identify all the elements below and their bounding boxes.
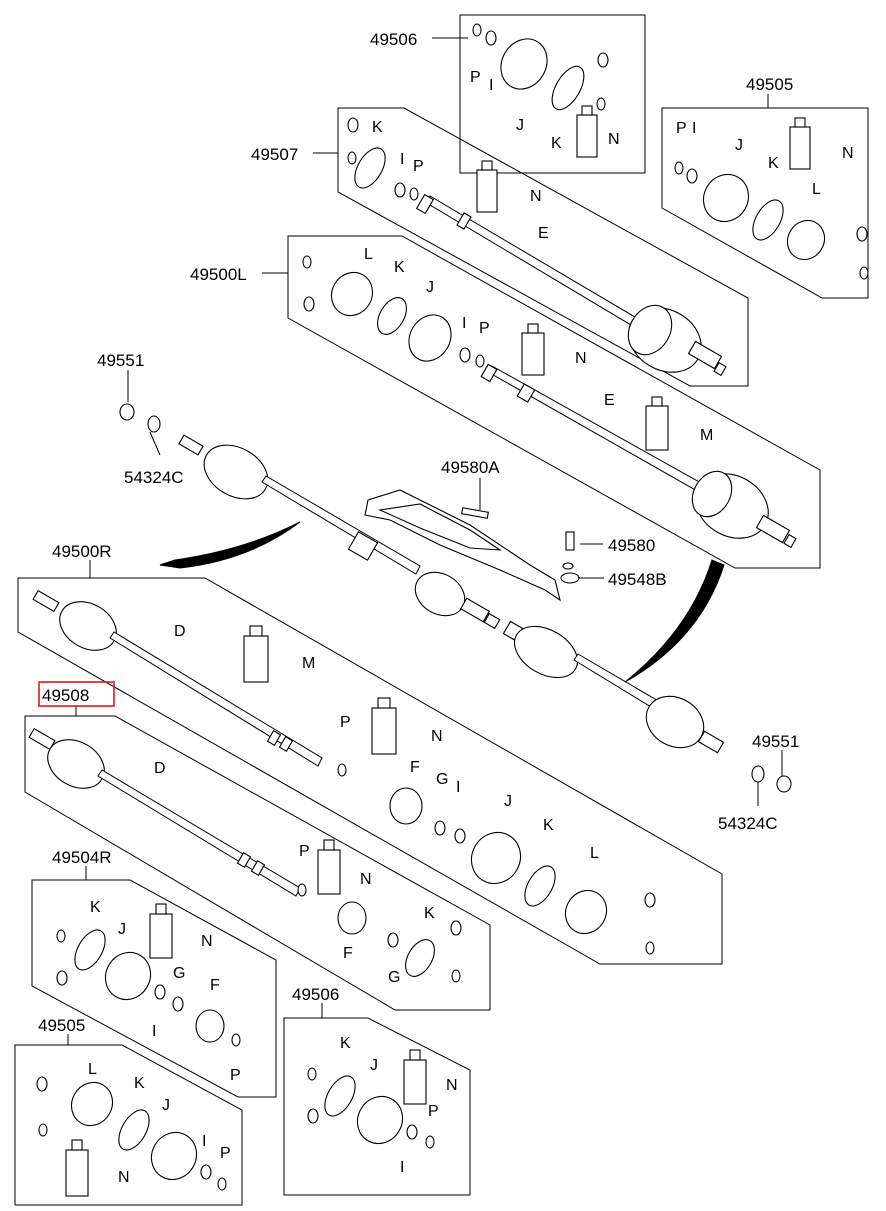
label-g: G <box>388 969 400 986</box>
label-p: P <box>220 1145 231 1162</box>
label-j: J <box>735 137 743 154</box>
part-no-49505-top[interactable]: 49505 <box>746 75 793 94</box>
label-j: J <box>504 793 512 810</box>
part-no-49506-top[interactable]: 49506 <box>370 30 417 49</box>
subframe-bracket <box>364 489 580 602</box>
kit-49505-top-box <box>661 107 869 299</box>
label-k: K <box>768 155 779 172</box>
letter-labels: P I J K N P I J K L N K I P N E L K J I … <box>88 69 854 1186</box>
label-k: K <box>340 1035 351 1052</box>
label-l: L <box>590 845 599 862</box>
label-f: F <box>410 759 420 776</box>
label-k: K <box>424 905 435 922</box>
label-l: L <box>88 1061 97 1078</box>
highlight-box-49508 <box>38 681 115 707</box>
label-i: I <box>462 315 466 332</box>
part-no-49508[interactable]: 49508 <box>42 686 89 705</box>
label-p: P <box>340 714 351 731</box>
kit-49506-top-box <box>459 14 646 174</box>
label-j: J <box>516 117 524 134</box>
label-k: K <box>134 1075 145 1092</box>
part-no-49505-bottom[interactable]: 49505 <box>38 1016 85 1035</box>
label-n: N <box>201 933 213 950</box>
left-curved-arrow <box>159 521 301 569</box>
shaft-49507-drawing <box>415 193 727 377</box>
label-i: I <box>489 77 493 94</box>
shaft-49507-box <box>337 107 749 387</box>
label-d: D <box>174 623 186 640</box>
label-n: N <box>446 1077 458 1094</box>
shaft-49500L-drawing <box>480 363 797 549</box>
label-p: P <box>413 158 424 175</box>
label-l: L <box>364 246 373 263</box>
label-n: N <box>575 350 587 367</box>
part-no-49506-bottom[interactable]: 49506 <box>292 985 339 1004</box>
label-n: N <box>360 871 372 888</box>
label-j: J <box>162 1097 170 1114</box>
label-g: G <box>173 965 185 982</box>
part-no-49507[interactable]: 49507 <box>251 145 298 164</box>
shaft-49500R-box <box>17 577 723 965</box>
part-no-54324C-bottom[interactable]: 54324C <box>718 814 778 833</box>
part-no-49551-bottom[interactable]: 49551 <box>752 732 799 751</box>
shaft-49508-drawing <box>28 727 301 897</box>
label-j: J <box>426 279 434 296</box>
label-n: N <box>842 145 854 162</box>
label-i: I <box>456 779 460 796</box>
label-k: K <box>372 119 383 136</box>
label-i: I <box>400 1159 404 1176</box>
label-p: P <box>428 1103 439 1120</box>
label-k: K <box>394 259 405 276</box>
right-curved-arrow <box>624 559 725 683</box>
label-m: M <box>700 427 713 444</box>
kit-49505-bottom-box <box>14 1044 243 1206</box>
shaft-49508-box <box>24 715 491 1011</box>
part-no-49548B[interactable]: 49548B <box>608 570 667 589</box>
label-i: I <box>692 120 696 137</box>
label-i: I <box>400 151 404 168</box>
label-k: K <box>543 817 554 834</box>
label-p: P <box>676 120 687 137</box>
label-n: N <box>431 728 443 745</box>
label-k: K <box>551 135 562 152</box>
boots-and-joints <box>70 38 826 1181</box>
label-n: N <box>530 188 542 205</box>
label-d: D <box>154 760 166 777</box>
shaft-49500R-drawing <box>32 589 323 767</box>
label-f: F <box>210 977 220 994</box>
label-p: P <box>479 320 490 337</box>
label-f: F <box>343 945 353 962</box>
part-no-49504R[interactable]: 49504R <box>52 848 112 867</box>
part-no-49580[interactable]: 49580 <box>608 536 655 555</box>
label-n: N <box>608 131 620 148</box>
label-l: L <box>812 181 821 198</box>
small-rings <box>36 23 869 1191</box>
part-no-49551-top[interactable]: 49551 <box>97 351 144 370</box>
label-p: P <box>299 843 310 860</box>
shaft-49500L-box <box>287 235 821 569</box>
label-i: I <box>202 1133 206 1150</box>
label-e: E <box>538 225 549 242</box>
leader-lines <box>67 37 783 1045</box>
label-p: P <box>230 1067 241 1084</box>
label-m: M <box>302 655 315 672</box>
part-no-49500L[interactable]: 49500L <box>190 265 247 284</box>
label-g: G <box>436 771 448 788</box>
kit-49504R-box <box>31 879 277 1098</box>
part-no-49580A[interactable]: 49580A <box>441 458 500 477</box>
part-no-54324C-top[interactable]: 54324C <box>124 468 184 487</box>
label-i: I <box>152 1023 156 1040</box>
grease-bottles <box>65 105 811 1197</box>
kit-49506-bottom-box <box>283 1017 471 1196</box>
label-j: J <box>370 1057 378 1074</box>
part-no-49500R[interactable]: 49500R <box>52 542 112 561</box>
label-p: P <box>470 69 481 86</box>
main-assembled-shaft <box>178 434 725 754</box>
label-j: J <box>118 921 126 938</box>
label-n: N <box>118 1169 130 1186</box>
label-k: K <box>90 899 101 916</box>
label-e: E <box>604 392 615 409</box>
